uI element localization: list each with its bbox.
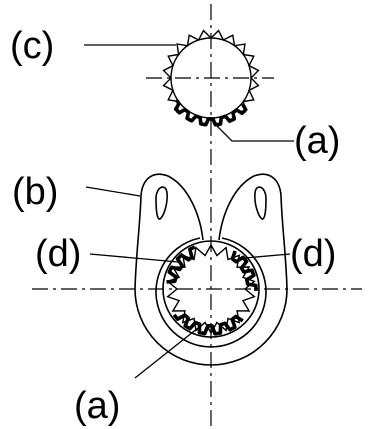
label-a-top: (a) [294, 120, 340, 162]
top-gear-engaged-teeth [173, 98, 248, 127]
label-b: (b) [12, 171, 58, 213]
leader-a-top [215, 124, 294, 142]
spline-outer-ring [162, 240, 260, 338]
clip-outer-outline [134, 173, 288, 366]
label-c: (c) [10, 25, 54, 67]
leader-d-right [244, 253, 291, 259]
clip-left-slot [155, 186, 168, 220]
leader-b [85, 186, 141, 197]
label-d-right: (d) [290, 233, 336, 275]
leader-d-left [89, 253, 179, 263]
top-gear [162, 29, 260, 127]
label-d-left: (d) [35, 233, 81, 275]
slotted-clip [134, 173, 288, 366]
label-a-bottom: (a) [74, 385, 120, 427]
bottom-spline [162, 240, 260, 338]
spline-right-engaged-teeth [230, 250, 258, 291]
clip-inner-outline [155, 237, 267, 348]
spline-left-engaged-teeth [166, 245, 196, 284]
clip-right-slot [254, 186, 267, 220]
leader-a-bottom [134, 327, 199, 379]
bottom-spline-engaged-teeth [172, 313, 244, 336]
